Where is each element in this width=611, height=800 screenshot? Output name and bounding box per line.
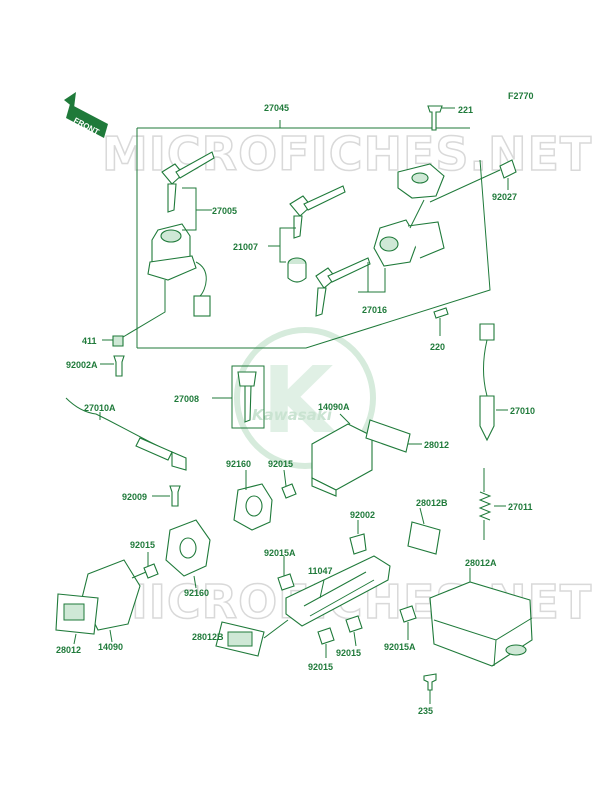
label-28012B-bottom: 28012B <box>192 632 224 642</box>
small-hardware <box>100 307 449 377</box>
switch-27010 <box>479 323 508 442</box>
label-92015A-right: 92015A <box>384 642 416 652</box>
figure-code: F2770 <box>508 91 534 101</box>
label-27011: 27011 <box>508 502 533 512</box>
label-27016: 27016 <box>362 305 387 315</box>
label-411: 411 <box>82 336 97 346</box>
label-235: 235 <box>418 706 433 716</box>
label-92002A: 92002A <box>66 360 98 370</box>
label-27010: 27010 <box>510 406 535 416</box>
switch-27010A <box>65 397 187 471</box>
label-27045: 27045 <box>264 103 289 113</box>
label-92160-bottom: 92160 <box>184 588 209 598</box>
keys-27005 <box>161 151 215 231</box>
cover-28012A <box>423 568 533 704</box>
label-28012-bottom: 28012 <box>56 645 81 655</box>
key-blank-27008 <box>212 365 265 429</box>
label-92015-top: 92015 <box>268 459 293 469</box>
helmet-lock <box>397 105 517 229</box>
spring-27011 <box>478 468 506 540</box>
kit-bracket <box>136 120 491 349</box>
label-92009: 92009 <box>122 492 147 502</box>
plate-11047 <box>215 507 441 658</box>
label-92015-left: 92015 <box>130 540 155 550</box>
label-11047: 11047 <box>308 566 333 576</box>
bracket-14090 <box>55 552 159 645</box>
label-92160-top: 92160 <box>226 459 251 469</box>
kawasaki-logo: K Kawasaki <box>234 327 376 469</box>
logo-mark: K <box>262 347 337 454</box>
label-27008: 27008 <box>174 394 199 404</box>
label-27010A: 27010A <box>84 403 116 413</box>
gaskets <box>165 469 297 589</box>
label-28012B-top: 28012B <box>416 498 448 508</box>
label-221: 221 <box>458 105 473 115</box>
label-14090A: 14090A <box>318 402 350 412</box>
logo-text: Kawasaki <box>252 406 333 424</box>
label-92002: 92002 <box>350 510 375 520</box>
label-27005: 27005 <box>212 206 237 216</box>
label-92015-bottom: 92015 <box>308 662 333 672</box>
label-28012-top: 28012 <box>424 440 449 450</box>
label-92015A-mid: 92015A <box>264 548 296 558</box>
ignition-switch-left <box>117 223 211 341</box>
bracket-14090A <box>311 413 422 497</box>
seat-lock-27016 <box>315 219 445 317</box>
front-arrow-icon: FRONT <box>64 92 108 138</box>
label-220: 220 <box>430 342 445 352</box>
label-21007: 21007 <box>233 242 258 252</box>
part-labels: 27045 221 27005 92027 21007 27016 411 22… <box>56 103 535 716</box>
label-92015-bottom-right: 92015 <box>336 648 361 658</box>
label-28012A: 28012A <box>465 558 497 568</box>
bolt-92009 <box>152 485 181 507</box>
keys-21007 <box>268 185 346 283</box>
label-14090: 14090 <box>98 642 123 652</box>
label-92027: 92027 <box>492 192 517 202</box>
